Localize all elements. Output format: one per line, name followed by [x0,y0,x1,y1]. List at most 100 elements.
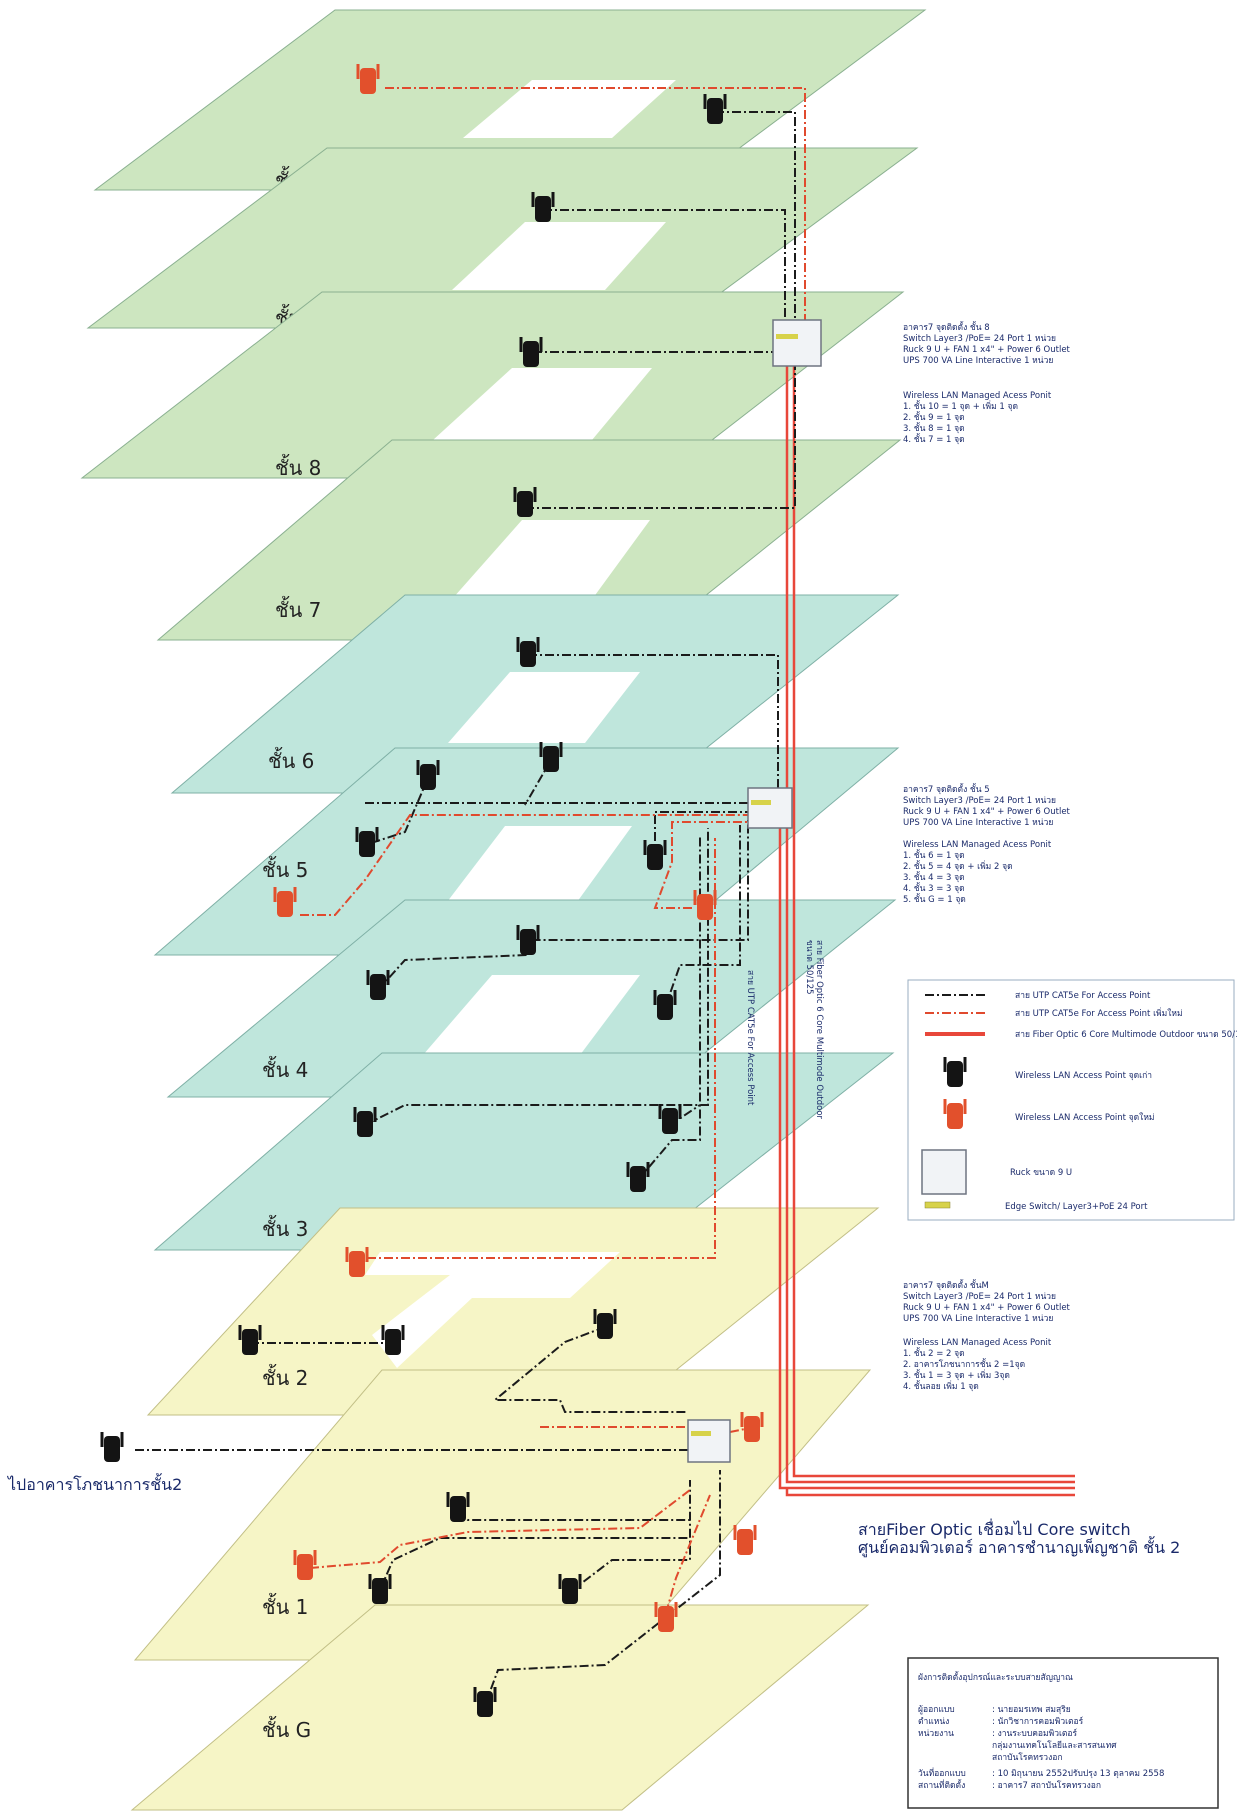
note-line: Ruck 9 U + FAN 1 x4" + Power 6 Outlet [903,345,1071,355]
switch-strip [776,334,798,339]
wireless-ap-icon [519,337,543,367]
fiber-core-caption-1: สายFiber Optic เชื่อมไป Core switch [858,1518,1131,1539]
info-box-frame [907,1657,1219,1809]
note-line: 4. ชั้นลอย เพิ่ม 1 จุด [903,1380,979,1392]
legend-ap-existing-label: Wireless LAN Access Point จุดเก่า [1015,1071,1152,1081]
note-line: UPS 700 VA Line Interactive 1 หน่วย [903,818,1053,828]
legend-ap-new-icon [943,1099,967,1129]
switch-strip [751,800,771,805]
note-line: 1. ชั้น 10 = 1 จุด + เพิ่ม 1 จุด [903,400,1018,412]
note-line: 3. ชั้น 8 = 1 จุด [903,422,965,434]
note-line: 2. ชั้น 9 = 1 จุด [903,411,965,423]
utp-cable [654,811,760,858]
utp-cable [528,654,779,790]
floor-5-label: ชั้น 5 [262,856,308,882]
utp-cable [664,825,741,1009]
floor-2-label: ชั้น 2 [262,1364,308,1390]
info-value: : 10 มิถุนายน 2552ปรับปรุง 13 ตุลาคม 255… [992,1769,1164,1779]
wireless-ap-icon [238,1325,262,1355]
floor-G-plate [130,1604,870,1811]
wireless-ap-icon [516,925,540,955]
legend-switch-label: Edge Switch/ Layer3+PoE 24 Port [1005,1202,1148,1212]
wireless-ap-icon [516,637,540,667]
floor-9-void [452,222,666,290]
wireless-ap-icon [558,1574,582,1604]
legend-fiber-label: สาย Fiber Optic 6 Core Multimode Outdoor… [1015,1030,1237,1040]
wireless-ap-new-icon [693,890,717,920]
wireless-ap-icon [473,1687,497,1717]
info-key: ผู้ออกแบบ [918,1704,955,1715]
info-title: ผังการติดตั้งอุปกรณ์และระบบสายสัญญาณ [918,1671,1073,1683]
note-floor-5: อาคาร7 จุดติดตั้ง ชั้น 5 Switch Layer3 /… [903,783,1071,905]
rack-icon [772,319,822,367]
info-key: วันที่ออกแบบ [918,1767,966,1779]
rack-floor-5 [747,787,793,829]
utp-new-cable [385,87,806,325]
note-line: Ruck 9 U + FAN 1 x4" + Power 6 Outlet [903,1303,1071,1313]
fiber-cable [778,795,1075,1490]
utp-cable [484,1470,721,1706]
rack-icon [747,787,793,829]
wireless-ap-icon [643,840,667,870]
info-value: สถาบันโรคทรวงอก [992,1752,1062,1763]
note-line: 5. ชั้น G = 1 จุด [903,893,966,905]
utp-new-cable [309,1489,691,1569]
switch-strip [691,1431,711,1436]
wireless-ap-new-icon [654,1602,678,1632]
floor-7: ชั้น 7 [156,439,902,641]
legend: สาย UTP CAT5e For Access Point สาย UTP C… [907,979,1237,1221]
note-line: Wireless LAN Managed Acess Ponit [903,840,1052,850]
wireless-ap-icon [368,1574,392,1604]
note-line: 2. ชั้น 5 = 4 จุด + เพิ่ม 2 จุด [903,860,1013,872]
wireless-ap-icon [366,970,390,1000]
floor-8-void [433,368,652,440]
utp-existing-cables [135,111,796,1706]
fiber-cables [778,347,1075,1497]
info-key: สถานที่ติดตั้ง [918,1779,965,1791]
access-points-existing [100,94,727,1717]
note-line: 4. ชั้น 3 = 3 จุด [903,882,965,894]
access-points-new [273,64,764,1632]
utp-cable [543,209,786,325]
fiber-vertical-label: สาย Fiber Optic 6 Core Multimode Outdoor [814,940,824,1120]
floor-7-void [453,520,650,598]
note-line: อาคาร7 จุดติดตั้ง ชั้น 5 [903,783,990,795]
note-line: Switch Layer3 /PoE= 24 Port 1 หน่วย [903,1292,1056,1302]
utp-cable [379,1537,690,1591]
utp-new-cable [729,1427,751,1433]
wireless-ap-icon [513,487,537,517]
wireless-ap-new-icon [345,1247,369,1277]
wireless-ap-icon [355,827,379,857]
floor-2-void [365,1252,620,1368]
utp-new-cable [653,821,752,909]
note-line: 1. ชั้น 2 = 2 จุด [903,1347,965,1359]
legend-rack-label: Ruck ขนาด 9 U [1010,1168,1072,1178]
wireless-ap-icon [593,1309,617,1339]
floor-7-label: ชั้น 7 [275,596,321,622]
wireless-ap-icon [446,1492,470,1522]
note-line: 3. ชั้น 4 = 3 จุด [903,871,965,883]
wireless-ap-new-icon [733,1525,757,1555]
note-floor-m: อาคาร7 จุดติดตั้ง ชั้นM Switch Layer3 /P… [903,1279,1071,1392]
wireless-ap-icon [100,1432,124,1462]
rack-floor-8 [772,319,822,367]
floor-G: ชั้น G [130,1604,870,1811]
fiber-cable [785,1488,1075,1497]
note-line: 1. ชั้น 6 = 1 จุด [903,849,965,861]
rack-icon [687,1419,731,1463]
floor-10-void [463,80,676,138]
wireless-ap-icon [531,192,555,222]
fiber-cable [785,347,1075,1484]
utp-cable [715,111,796,325]
note-line: UPS 700 VA Line Interactive 1 หน่วย [903,356,1053,366]
legend-switch-strip [924,1201,951,1209]
wireless-ap-icon [626,1162,650,1192]
note-line: Switch Layer3 /PoE= 24 Port 1 หน่วย [903,334,1056,344]
note-line: อาคาร7 จุดติดตั้ง ชั้นM [903,1279,989,1291]
floor-5: ชั้น 5 [153,747,900,956]
note-line: Wireless LAN Managed Acess Ponit [903,391,1052,401]
note-line: UPS 700 VA Line Interactive 1 หน่วย [903,1314,1053,1324]
legend-rack-icon [921,1149,967,1195]
legend-ap-existing-icon [943,1057,967,1087]
info-value: : นักวิชาการคอมพิวเตอร์ [992,1716,1084,1727]
